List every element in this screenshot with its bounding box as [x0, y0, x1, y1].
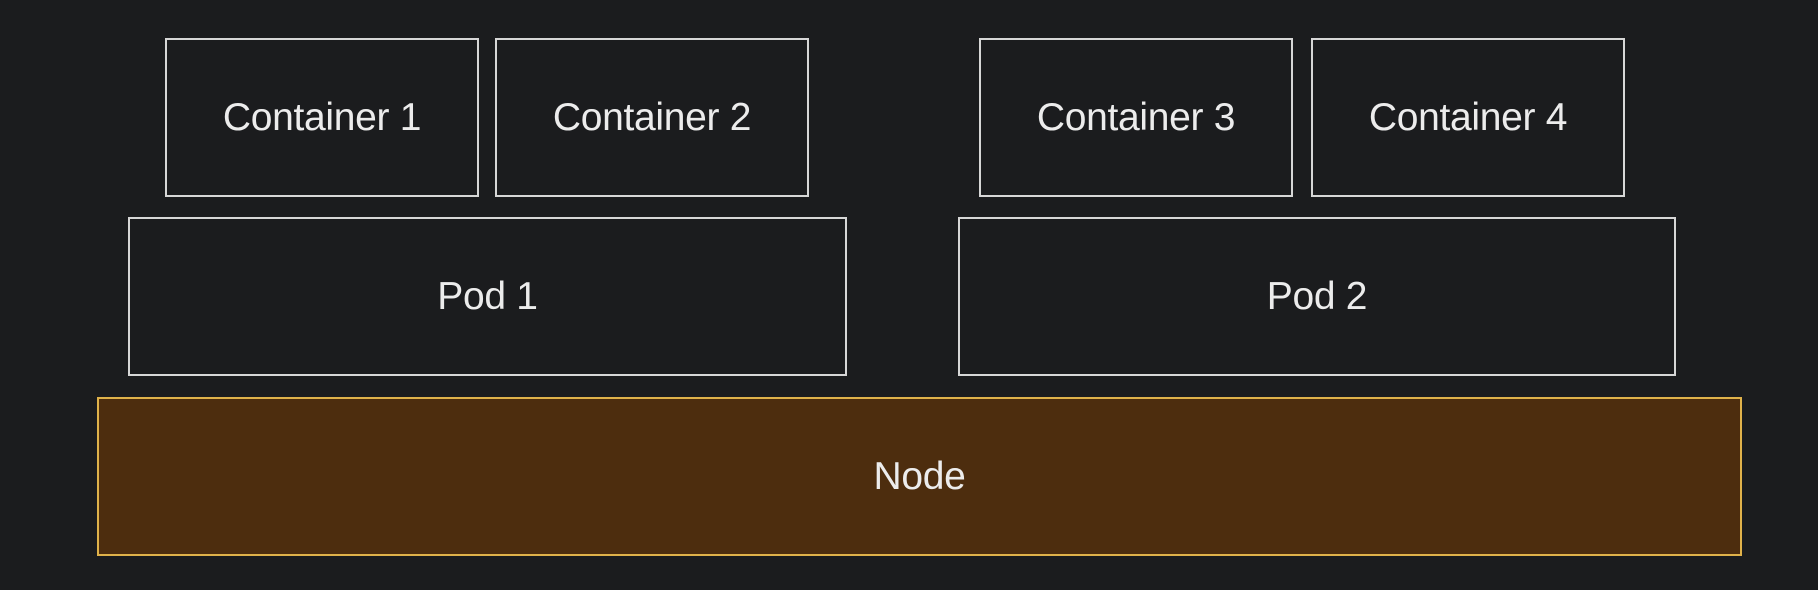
pod-1-box: Pod 1: [128, 217, 847, 376]
node-label: Node: [873, 454, 966, 498]
container-4-box: Container 4: [1311, 38, 1625, 197]
pod-2-box: Pod 2: [958, 217, 1676, 376]
container-4-label: Container 4: [1368, 95, 1568, 139]
container-3-box: Container 3: [979, 38, 1293, 197]
pod-1-label: Pod 1: [437, 274, 538, 318]
pod-2-label: Pod 2: [1266, 274, 1368, 318]
container-1-box: Container 1: [165, 38, 479, 197]
container-1-label: Container 1: [222, 95, 422, 139]
node-box: Node: [97, 397, 1742, 556]
container-2-label: Container 2: [552, 95, 752, 139]
container-2-box: Container 2: [495, 38, 809, 197]
container-3-label: Container 3: [1036, 95, 1236, 139]
